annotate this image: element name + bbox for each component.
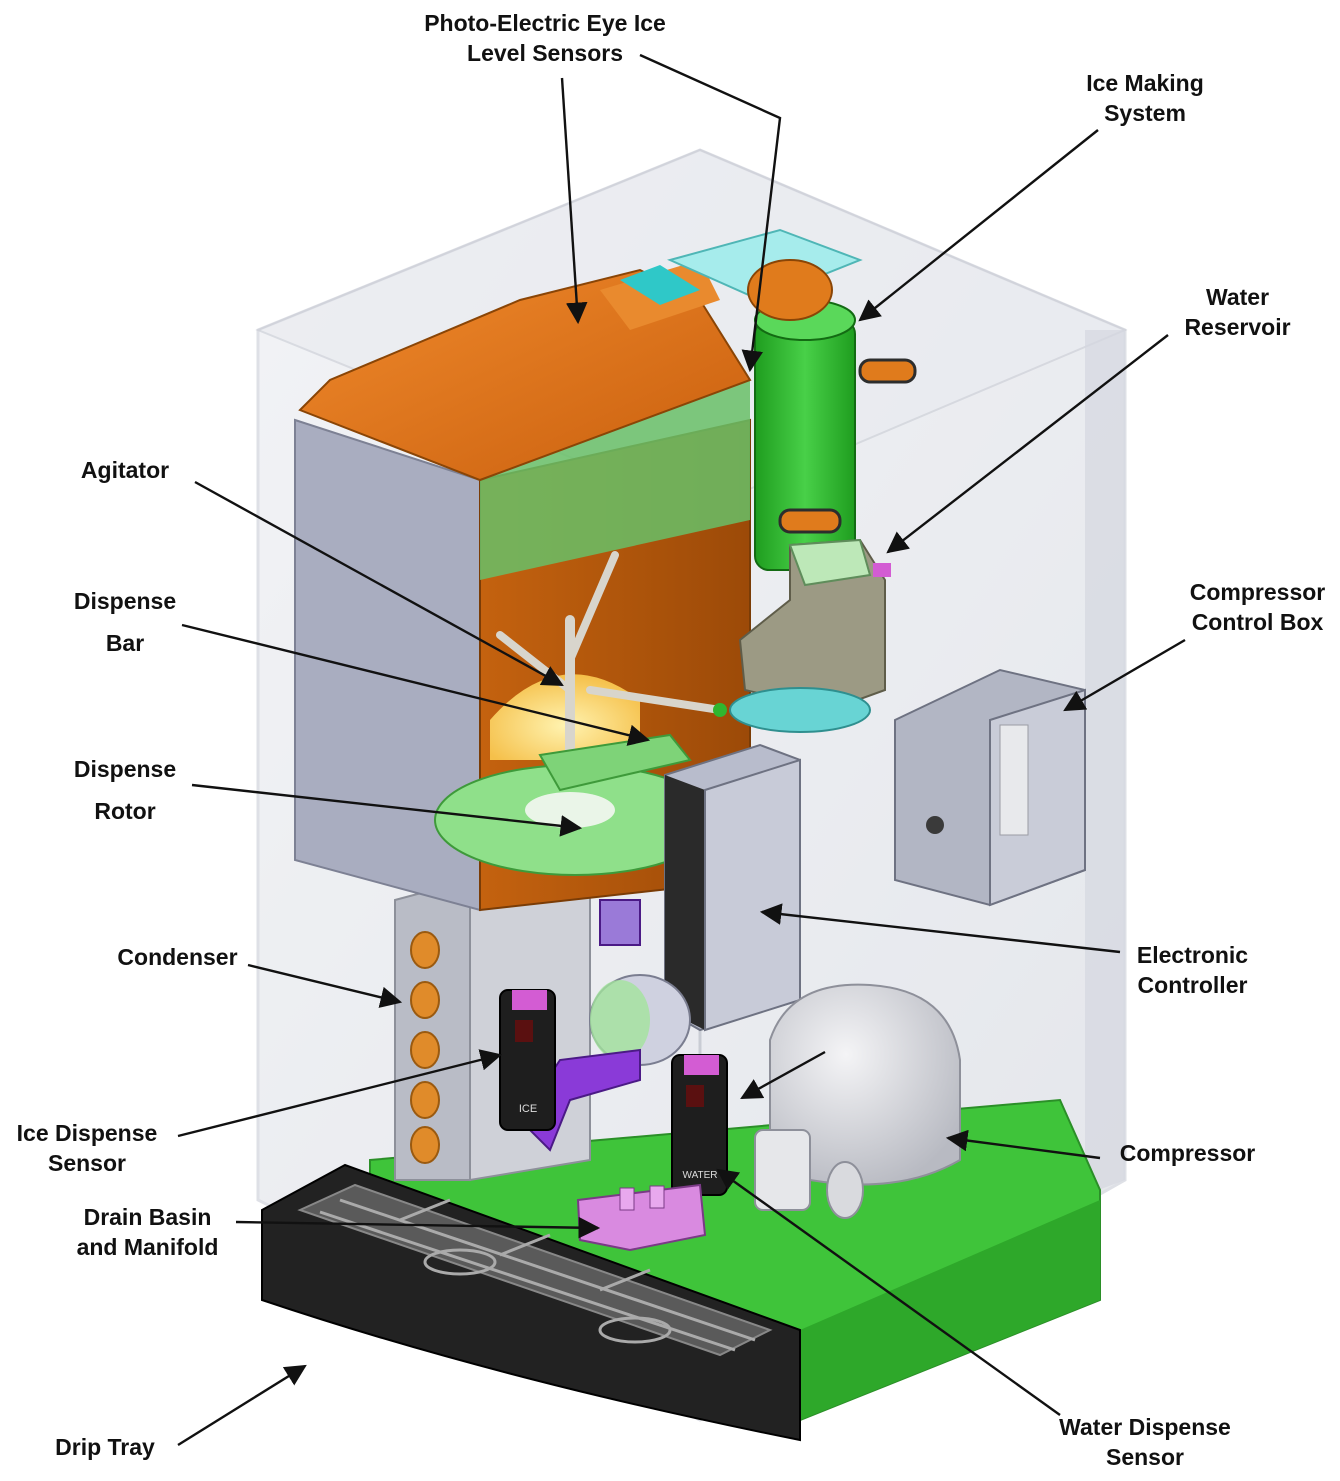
- label-dispense-bar-line2: Bar: [60, 622, 190, 664]
- ice-dispense-sensor: ICE: [500, 990, 555, 1130]
- label-electronic-controller-line2: Controller: [1120, 970, 1265, 1000]
- label-drain-basin-line1: Drain Basin: [60, 1202, 235, 1232]
- label-ice-dispense-sensor: Ice Dispense Sensor: [2, 1118, 172, 1178]
- label-agitator: Agitator: [65, 455, 185, 485]
- label-water-reservoir-line2: Reservoir: [1165, 312, 1310, 342]
- label-ice-dispense-sensor-line2: Sensor: [2, 1148, 172, 1178]
- label-condenser-line1: Condenser: [105, 942, 250, 972]
- ice-sensor-marking: ICE: [519, 1103, 537, 1115]
- label-compressor-control-box: Compressor Control Box: [1175, 577, 1340, 637]
- label-water-dispense-sensor-line1: Water Dispense: [1040, 1412, 1250, 1442]
- label-drain-basin-line2: and Manifold: [60, 1232, 235, 1262]
- label-drip-tray-line1: Drip Tray: [40, 1432, 170, 1462]
- label-water-dispense-sensor: Water Dispense Sensor: [1040, 1412, 1250, 1472]
- leader-drip-tray: [178, 1366, 305, 1445]
- label-electronic-controller-line1: Electronic: [1120, 940, 1265, 970]
- label-electronic-controller: Electronic Controller: [1120, 940, 1265, 1000]
- label-photo-eye-line2: Level Sensors: [395, 38, 695, 68]
- label-compressor-control-box-line2: Control Box: [1175, 607, 1340, 637]
- label-ice-making-line1: Ice Making: [1070, 68, 1220, 98]
- label-agitator-line1: Agitator: [65, 455, 185, 485]
- label-photo-eye-line1: Photo-Electric Eye Ice: [395, 8, 695, 38]
- label-ice-dispense-sensor-line1: Ice Dispense: [2, 1118, 172, 1148]
- label-photo-eye: Photo-Electric Eye Ice Level Sensors: [395, 8, 695, 68]
- label-compressor-line1: Compressor: [1105, 1138, 1270, 1168]
- label-dispense-bar-line1: Dispense: [60, 580, 190, 622]
- label-compressor: Compressor: [1105, 1138, 1270, 1168]
- label-compressor-control-box-line1: Compressor: [1175, 577, 1340, 607]
- label-dispense-rotor-line2: Rotor: [60, 790, 190, 832]
- water-dispense-sensor: WATER: [672, 1055, 727, 1195]
- label-dispense-bar: Dispense Bar: [60, 580, 190, 664]
- label-dispense-rotor-line1: Dispense: [60, 748, 190, 790]
- label-condenser: Condenser: [105, 942, 250, 972]
- label-water-reservoir-line1: Water: [1165, 282, 1310, 312]
- label-water-reservoir: Water Reservoir: [1165, 282, 1310, 342]
- label-ice-making-line2: System: [1070, 98, 1220, 128]
- label-dispense-rotor: Dispense Rotor: [60, 748, 190, 832]
- label-water-dispense-sensor-line2: Sensor: [1040, 1442, 1250, 1472]
- label-ice-making-system: Ice Making System: [1070, 68, 1220, 128]
- label-drip-tray: Drip Tray: [40, 1432, 170, 1462]
- water-sensor-marking: WATER: [683, 1170, 718, 1181]
- electronic-controller: [665, 745, 800, 1030]
- label-drain-basin: Drain Basin and Manifold: [60, 1202, 235, 1262]
